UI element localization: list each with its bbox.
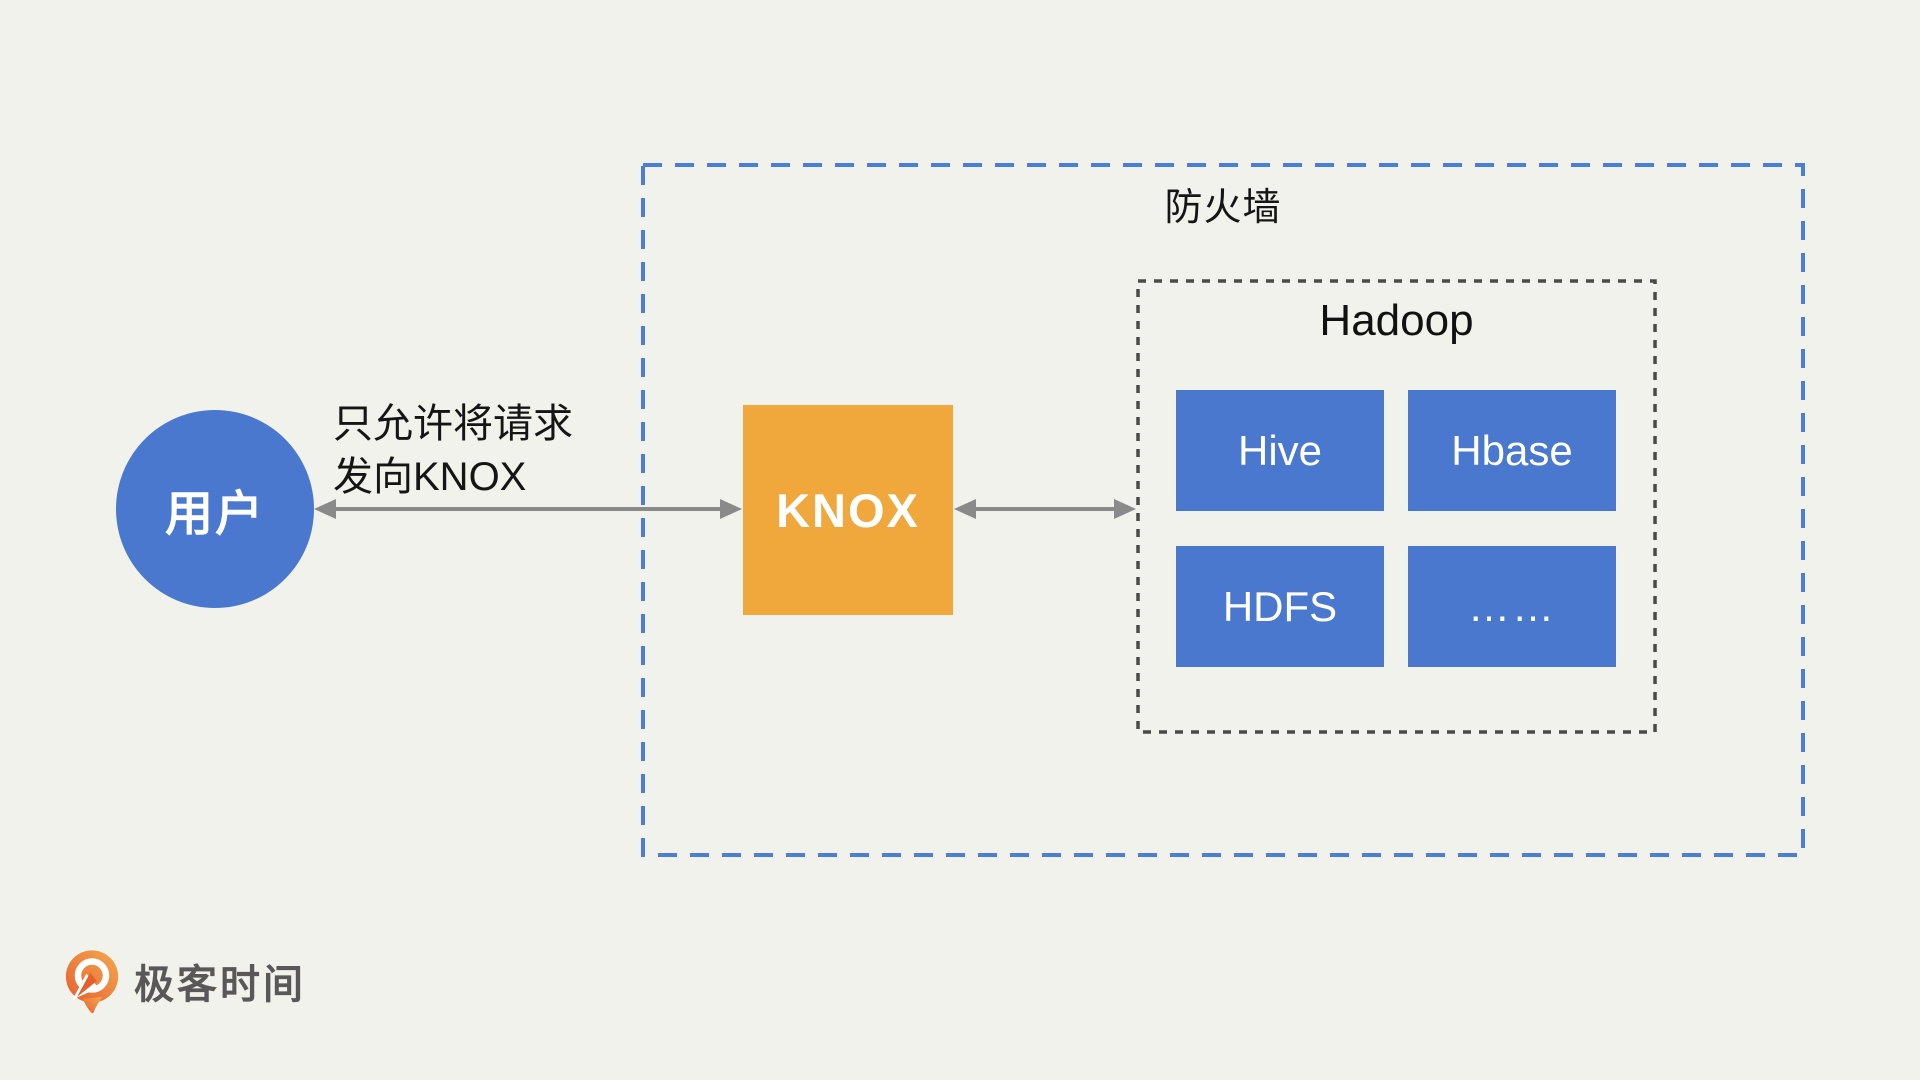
user-knox-arrowhead-left xyxy=(314,499,336,519)
arrow-annotation-line2: 发向KNOX xyxy=(333,455,527,499)
knox-hadoop-arrow xyxy=(954,499,1136,519)
knox-hadoop-arrowhead-right xyxy=(1114,499,1136,519)
user-knox-arrow xyxy=(314,499,742,519)
firewall-label: 防火墙 xyxy=(1164,187,1282,229)
component-node-hive-label: Hive xyxy=(1237,426,1323,474)
knox-node: KNOX xyxy=(743,405,953,615)
firewall-boundary xyxy=(641,163,1805,857)
geektime-logo-icon xyxy=(65,950,119,1014)
component-node-more: …… xyxy=(1408,546,1616,667)
brand-logo: 极客时间 xyxy=(64,948,306,1018)
brand-logo-text: 极客时间 xyxy=(134,963,306,1007)
component-node-more-label: …… xyxy=(1468,582,1556,630)
user-node: 用户 xyxy=(116,410,314,608)
user-node-label: 用户 xyxy=(164,488,265,541)
knox-node-label: KNOX xyxy=(776,483,920,537)
component-node-hdfs-label: HDFS xyxy=(1222,582,1338,630)
component-node-hive: Hive xyxy=(1176,390,1384,511)
component-node-hdfs: HDFS xyxy=(1176,546,1384,667)
hadoop-boundary xyxy=(1136,279,1657,734)
arrow-annotation: 只允许将请求 发向KNOX xyxy=(333,398,573,504)
hadoop-label: Hadoop xyxy=(1319,296,1474,345)
user-knox-arrowhead-right xyxy=(720,499,742,519)
component-node-hbase: Hbase xyxy=(1408,390,1616,511)
component-node-hbase-label: Hbase xyxy=(1451,426,1573,474)
knox-hadoop-arrowhead-left xyxy=(954,499,976,519)
arrow-annotation-line1: 只允许将请求 xyxy=(333,402,573,446)
